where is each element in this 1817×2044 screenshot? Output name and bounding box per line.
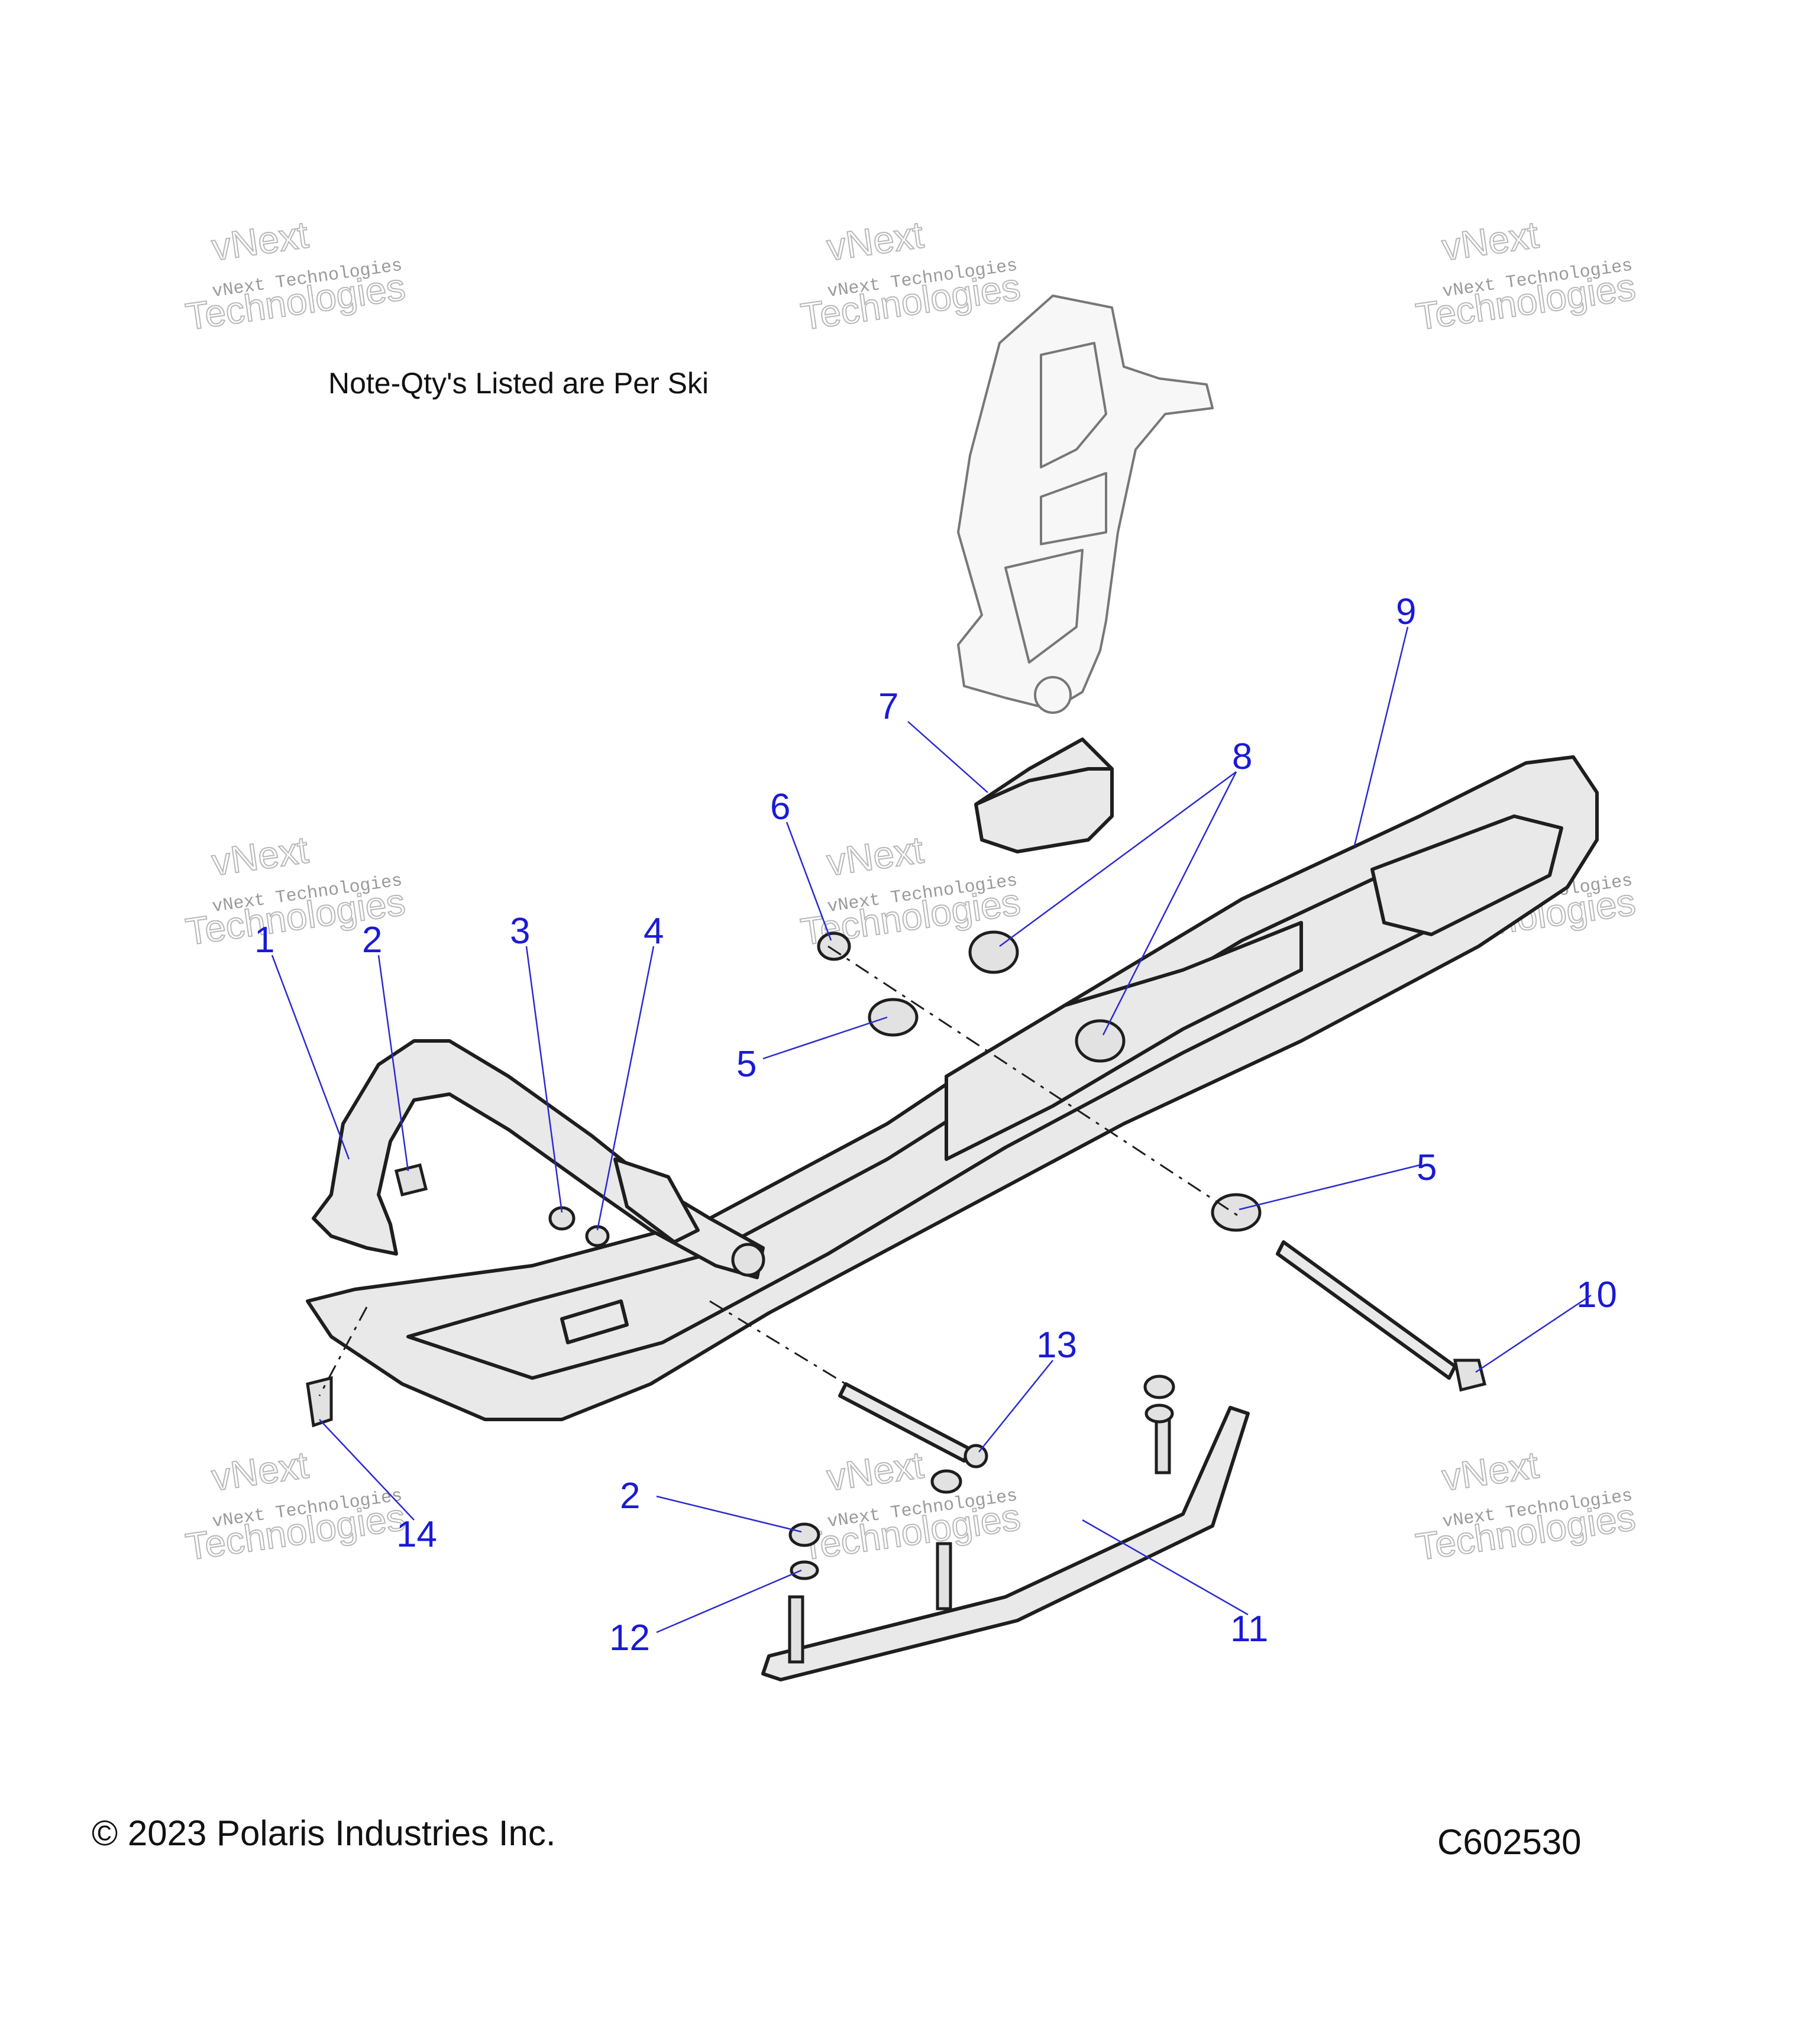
- callout-6: 6: [770, 787, 790, 827]
- stud-left: [788, 1595, 804, 1664]
- bolt-14: [306, 1376, 333, 1428]
- callout-11: 11: [1230, 1609, 1268, 1650]
- bushing-8-mid: [1075, 1019, 1126, 1063]
- watermark-top-center: vNext vNext Technologies Technologies: [797, 212, 1023, 338]
- watermark-top-left: vNext vNext Technologies Technologies: [182, 212, 408, 338]
- watermark-bottom-left: vNext vNext Technologies Technologies: [182, 1443, 408, 1568]
- watermark-bottom-right: vNext vNext Technologies Technologies: [1412, 1443, 1638, 1568]
- bushing-6: [817, 932, 851, 961]
- nut-2-handle: [394, 1163, 428, 1197]
- leader-lines: [271, 626, 1592, 1634]
- washer-runner-right: [1144, 1403, 1174, 1424]
- center-lines: [318, 945, 1243, 1396]
- nut-runner-right: [1143, 1374, 1175, 1399]
- callout-5-left: 5: [736, 1044, 756, 1085]
- callout-5-right: 5: [1417, 1147, 1437, 1188]
- callout-2-top: 2: [362, 920, 382, 960]
- nut-runner-mid: [930, 1469, 962, 1494]
- callout-4: 4: [644, 911, 664, 952]
- callout-8: 8: [1232, 736, 1252, 777]
- callout-14: 14: [396, 1514, 437, 1555]
- svg-text:vNext: vNext: [825, 828, 926, 884]
- washer-5-right: [1211, 1193, 1262, 1232]
- svg-text:vNext: vNext: [209, 828, 311, 884]
- ski-handle: [312, 1039, 765, 1279]
- svg-text:vNext: vNext: [209, 213, 311, 269]
- callout-9: 9: [1396, 591, 1416, 632]
- spindle-ghost: [957, 295, 1214, 714]
- washer-12: [790, 1560, 819, 1580]
- hardware: [306, 930, 1262, 1428]
- bolt-13: [838, 1382, 988, 1469]
- svg-text:vNext: vNext: [825, 1443, 926, 1499]
- callouts: 1 2 3 4 5 6 7 8 9 5 10 13 2 12 11 14: [254, 591, 1617, 1658]
- svg-text:vNext: vNext: [825, 213, 926, 269]
- svg-text:vNext: vNext: [1440, 1443, 1541, 1499]
- callout-1: 1: [254, 920, 274, 960]
- stud-right: [1155, 1418, 1171, 1474]
- svg-text:vNext: vNext: [209, 1443, 311, 1499]
- note-text: Note-Qty's Listed are Per Ski: [328, 367, 709, 400]
- diagram-id: C602530: [1437, 1822, 1582, 1862]
- nut-2-bottom: [788, 1522, 820, 1547]
- stud-mid: [936, 1542, 952, 1610]
- callout-10: 10: [1576, 1275, 1617, 1315]
- callout-13: 13: [1036, 1325, 1077, 1366]
- callout-7: 7: [878, 686, 898, 727]
- watermark-bottom-center: vNext vNext Technologies Technologies: [797, 1443, 1023, 1568]
- callout-2-bottom: 2: [620, 1476, 640, 1516]
- bolt-10: [1276, 1240, 1487, 1392]
- callout-3: 3: [510, 911, 530, 952]
- callout-12: 12: [609, 1618, 650, 1658]
- watermark-top-right: vNext vNext Technologies Technologies: [1412, 212, 1638, 338]
- saddle: [974, 738, 1114, 853]
- washer-5-top: [868, 998, 919, 1037]
- copyright-text: © 2023 Polaris Industries Inc.: [92, 1813, 556, 1853]
- wear-bar: [761, 1374, 1250, 1681]
- svg-text:vNext: vNext: [1440, 213, 1541, 269]
